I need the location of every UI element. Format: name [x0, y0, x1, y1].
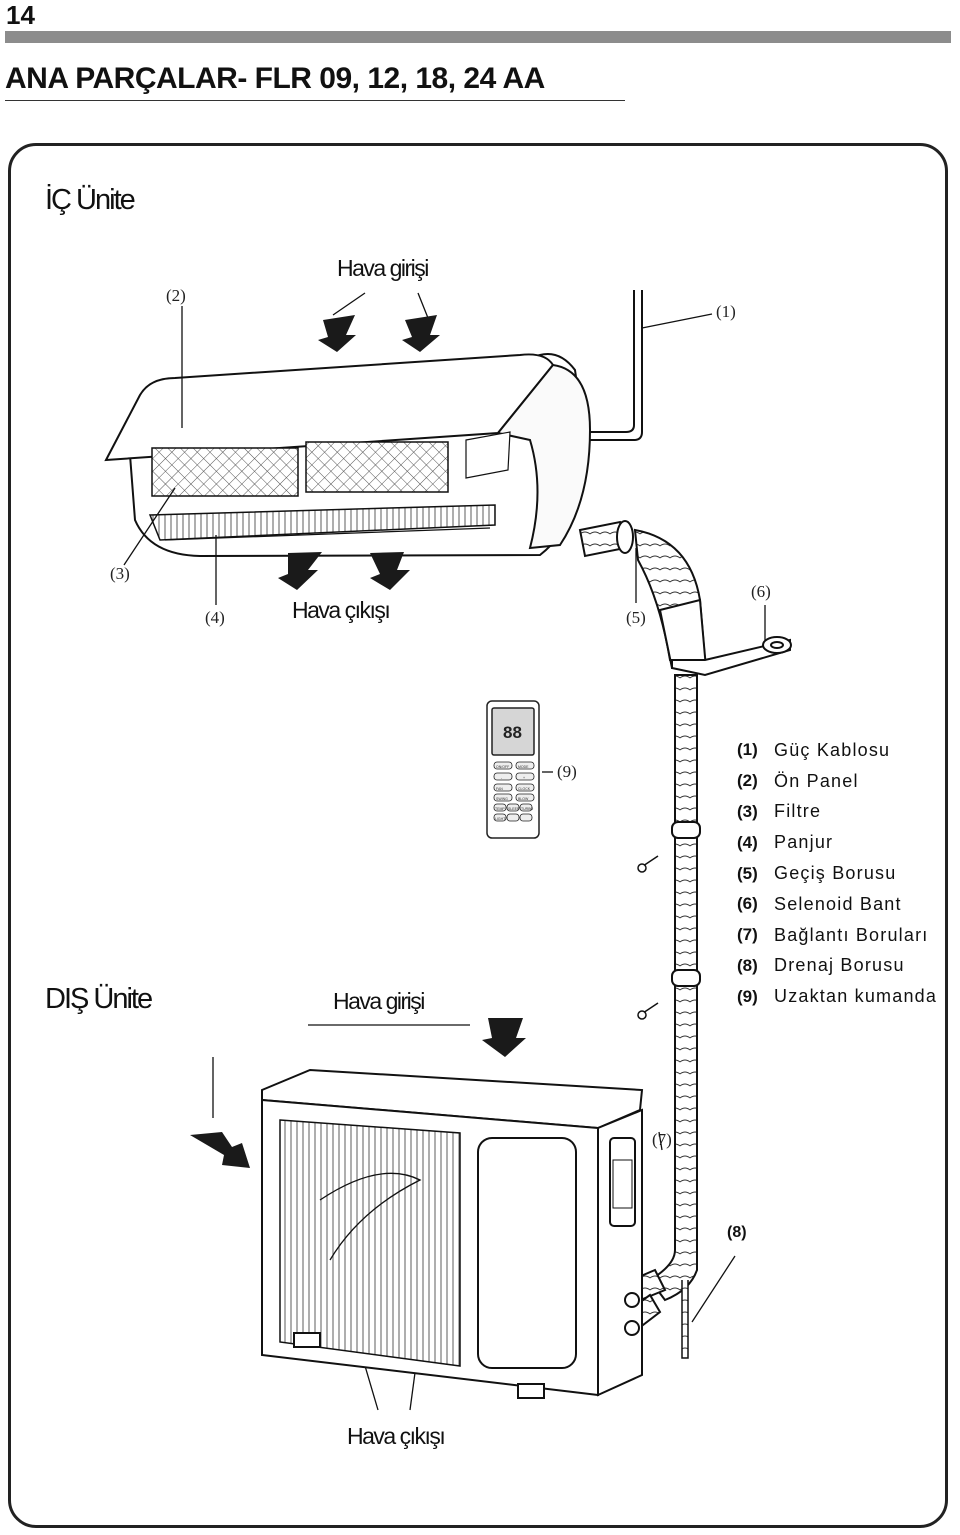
legend-item: (4) Panjur — [737, 827, 937, 858]
legend-label: Selenoid Bant — [774, 893, 902, 914]
legend-label: Uzaktan kumanda — [774, 986, 938, 1007]
remote-button-label: TURBO — [521, 807, 534, 811]
legend-item: (5) Geçiş Borusu — [737, 858, 937, 889]
legend-label: Drenaj Borusu — [774, 955, 905, 976]
legend-number: (6) — [737, 894, 758, 914]
indoor-unit-heading: İÇ Ünite — [45, 184, 136, 216]
remote-button-label: BLOW — [518, 797, 529, 801]
callout-3: (3) — [110, 564, 130, 583]
header-bar — [5, 31, 951, 43]
legend-number: (1) — [737, 740, 758, 760]
page-title: ANA PARÇALAR- FLR 09, 12, 18, 24 AA — [5, 62, 545, 95]
legend-label: Bağlantı Boruları — [774, 924, 929, 945]
remote-button-label: ON/OFF — [496, 765, 509, 769]
outdoor-air-outlet-label: Hava çıkışı — [347, 1423, 446, 1449]
remote-button-label: TEMP — [495, 807, 505, 811]
legend-item: (3) Filtre — [737, 797, 937, 828]
legend-number: (8) — [737, 955, 758, 975]
indoor-unit — [104, 353, 592, 558]
callout-5: (5) — [626, 608, 646, 627]
remote-button-label: FAN — [496, 787, 503, 791]
legend-number: (9) — [737, 986, 758, 1006]
remote-button-label: - — [501, 776, 503, 780]
legend-label: Filtre — [774, 801, 822, 822]
outdoor-unit — [261, 1068, 644, 1399]
outdoor-air-inlet-label: Hava girişi — [333, 988, 425, 1014]
legend-item: (9) Uzaktan kumanda — [737, 981, 937, 1012]
legend-label: Ön Panel — [774, 770, 859, 791]
legend-label: Geçiş Borusu — [774, 863, 897, 884]
remote-button-label: LIGHT — [495, 817, 506, 821]
transition-pipe — [578, 520, 708, 669]
legend-number: (4) — [737, 832, 758, 852]
diagram-frame — [8, 143, 948, 1528]
legend-label: Panjur — [774, 832, 834, 853]
callout-1: (1) — [716, 302, 736, 321]
remote-button-label: MODE — [518, 765, 529, 769]
legend-number: (2) — [737, 771, 758, 791]
callout-4: (4) — [205, 608, 225, 627]
callout-7: (7) — [652, 1130, 672, 1149]
title-underline — [5, 100, 625, 101]
legend-number: (7) — [737, 925, 758, 945]
legend-item: (8) Drenaj Borusu — [737, 951, 937, 982]
remote-display: 88 — [503, 723, 522, 742]
wall-screw — [637, 855, 659, 1020]
remote-button-label: + — [523, 776, 525, 780]
remote-button-label: CLOCK — [518, 787, 531, 791]
indoor-air-outlet-label: Hava çıkışı — [292, 597, 391, 623]
outdoor-unit-heading: DIŞ Ünite — [45, 983, 153, 1015]
callout-2: (2) — [166, 286, 186, 305]
power-cable — [590, 290, 643, 441]
indoor-air-inlet-label: Hava girişi — [337, 255, 429, 281]
remote-button-label: SWING — [496, 797, 508, 801]
legend-item: (1) Güç Kablosu — [737, 735, 937, 766]
legend-item: (6) Selenoid Bant — [737, 889, 937, 920]
remote-button-label: SLEEP — [508, 807, 520, 811]
legend-number: (3) — [737, 801, 758, 821]
callout-8: (8) — [727, 1224, 747, 1241]
selenoid-band — [671, 636, 792, 677]
legend-label: Güç Kablosu — [774, 739, 891, 760]
callout-9: (9) — [557, 762, 577, 781]
legend-item: (7) Bağlantı Boruları — [737, 920, 937, 951]
callout-6: (6) — [751, 582, 771, 601]
legend-number: (5) — [737, 863, 758, 883]
page-number: 14 — [6, 0, 35, 30]
parts-legend: (1) Güç Kablosu (2) Ön Panel (3) Filtre (4)… — [737, 735, 937, 1012]
legend-item: (2) Ön Panel — [737, 766, 937, 797]
